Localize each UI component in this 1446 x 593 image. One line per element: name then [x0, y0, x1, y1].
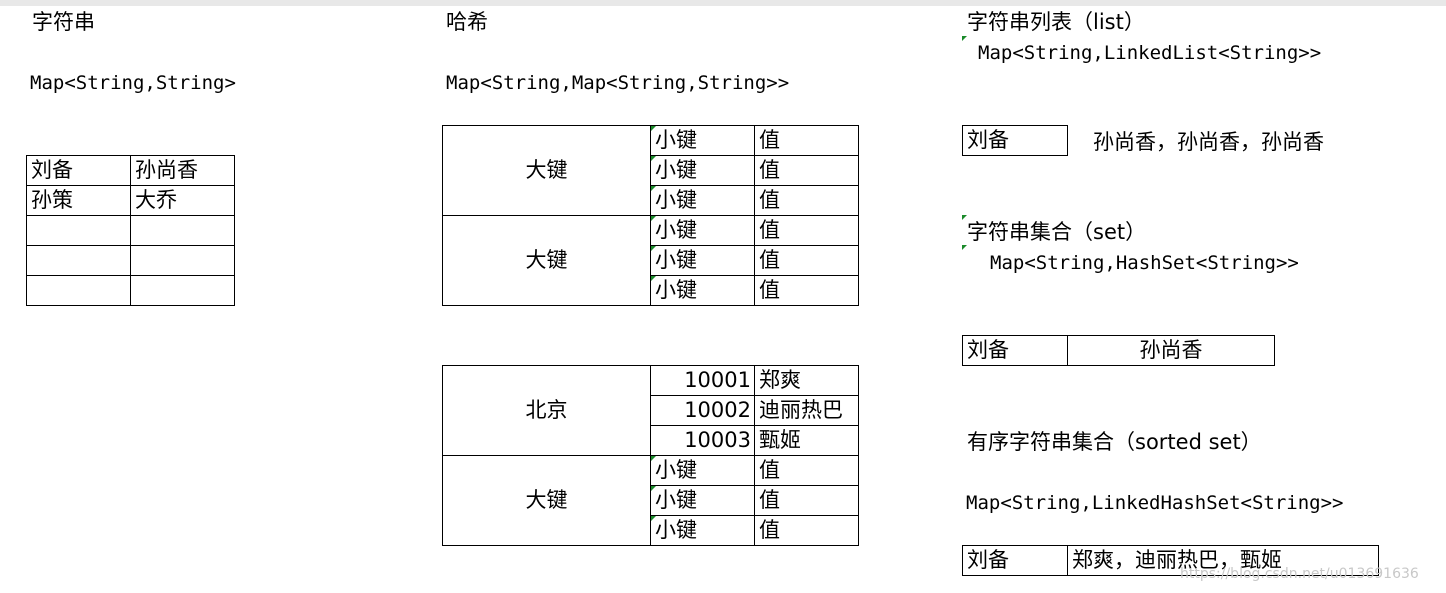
string-cell[interactable]: 刘备: [26, 155, 131, 186]
string-cell[interactable]: 孙策: [26, 185, 131, 216]
hash-value[interactable]: 郑爽: [754, 365, 859, 396]
string-cell[interactable]: [26, 215, 131, 246]
set-section-type: Map<String,HashSet<String>>: [990, 252, 1299, 274]
hash-section-title: 哈希: [446, 10, 488, 34]
string-cell[interactable]: [130, 275, 235, 306]
cell-comment-marker: [962, 245, 967, 250]
string-cell[interactable]: [26, 245, 131, 276]
hash-value[interactable]: 值: [754, 245, 859, 276]
hash-value[interactable]: 值: [754, 125, 859, 156]
hash-small-key[interactable]: 10001: [650, 365, 755, 396]
string-cell[interactable]: [130, 245, 235, 276]
hash-small-key[interactable]: 10003: [650, 425, 755, 456]
hash-big-key[interactable]: 大键: [442, 125, 651, 216]
hash-small-key[interactable]: 小键: [650, 245, 755, 276]
string-section-title: 字符串: [32, 10, 95, 34]
hash-small-key[interactable]: 小键: [650, 215, 755, 246]
top-scroll-bar: [0, 0, 1446, 6]
hash-value[interactable]: 值: [754, 215, 859, 246]
string-cell[interactable]: 孙尚香: [130, 155, 235, 186]
hash-small-key[interactable]: 小键: [650, 125, 755, 156]
hash-small-key[interactable]: 小键: [650, 515, 755, 546]
list-values: 孙尚香，孙尚香，孙尚香: [1093, 130, 1324, 154]
string-section-type: Map<String,String>: [30, 72, 236, 94]
sorted-set-value-cell[interactable]: 郑爽，迪丽热巴，甄姬: [1067, 545, 1379, 576]
hash-section-type: Map<String,Map<String,String>>: [446, 72, 790, 94]
sorted-set-key-cell[interactable]: 刘备: [962, 545, 1068, 576]
hash-small-key[interactable]: 小键: [650, 275, 755, 306]
string-cell[interactable]: [130, 215, 235, 246]
hash-big-key[interactable]: 大键: [442, 215, 651, 306]
cell-comment-marker: [962, 215, 967, 220]
hash-value[interactable]: 值: [754, 275, 859, 306]
hash-value[interactable]: 值: [754, 455, 859, 486]
hash-small-key[interactable]: 小键: [650, 155, 755, 186]
set-value-cell[interactable]: 孙尚香: [1067, 335, 1275, 366]
hash-small-key[interactable]: 小键: [650, 455, 755, 486]
sorted-set-section-title: 有序字符串集合（sorted set）: [967, 430, 1262, 454]
string-cell[interactable]: 大乔: [130, 185, 235, 216]
hash-small-key[interactable]: 10002: [650, 395, 755, 426]
list-section-title: 字符串列表（list）: [967, 10, 1145, 34]
hash-value[interactable]: 甄姬: [754, 425, 859, 456]
list-section-type: Map<String,LinkedList<String>>: [978, 42, 1322, 64]
watermark: https://blog.csdn.net/u013691636: [1180, 566, 1419, 582]
hash-small-key[interactable]: 小键: [650, 485, 755, 516]
hash-value[interactable]: 值: [754, 155, 859, 186]
set-section-title: 字符串集合（set）: [967, 220, 1147, 244]
cell-comment-marker: [962, 36, 967, 41]
hash-small-key[interactable]: 小键: [650, 185, 755, 216]
hash-value[interactable]: 值: [754, 185, 859, 216]
string-cell[interactable]: [26, 275, 131, 306]
hash-value[interactable]: 值: [754, 485, 859, 516]
hash-big-key[interactable]: 北京: [442, 365, 651, 456]
set-key-cell[interactable]: 刘备: [962, 335, 1068, 366]
hash-big-key[interactable]: 大键: [442, 455, 651, 546]
hash-value[interactable]: 值: [754, 515, 859, 546]
list-key-cell[interactable]: 刘备: [962, 125, 1068, 156]
sorted-set-section-type: Map<String,LinkedHashSet<String>>: [966, 492, 1344, 514]
hash-value[interactable]: 迪丽热巴: [754, 395, 859, 426]
